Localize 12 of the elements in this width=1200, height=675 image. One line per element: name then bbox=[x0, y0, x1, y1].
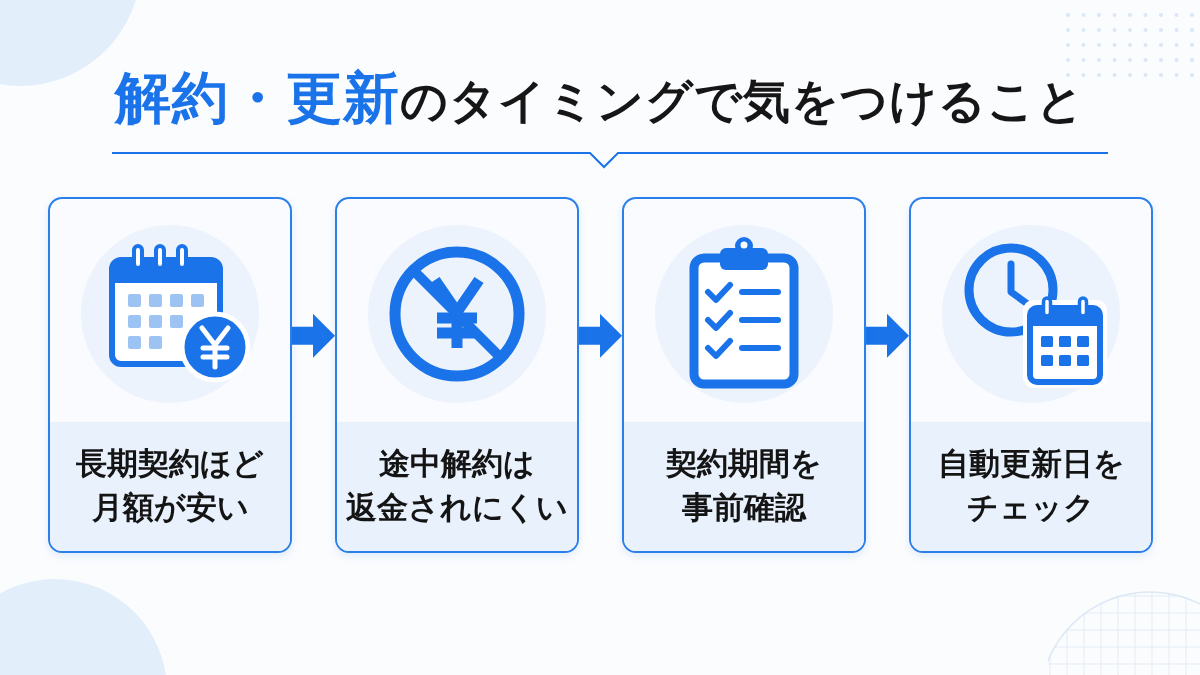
card-caption: 長期契約ほど月額が安い bbox=[76, 443, 264, 527]
arrow bbox=[579, 313, 622, 358]
arrow bbox=[292, 313, 335, 358]
step-card bbox=[909, 197, 1153, 553]
step-card bbox=[335, 197, 579, 553]
card-caption: 契約期間を事前確認 bbox=[666, 443, 822, 527]
step-card bbox=[622, 197, 866, 553]
step-card bbox=[48, 197, 292, 553]
card-caption: 途中解約は返金されにくい bbox=[346, 443, 568, 527]
card-caption: 自動更新日をチェック bbox=[937, 443, 1125, 527]
title: 解約・更新のタイミングで気をつけること bbox=[115, 64, 1085, 132]
arrow bbox=[866, 313, 909, 358]
